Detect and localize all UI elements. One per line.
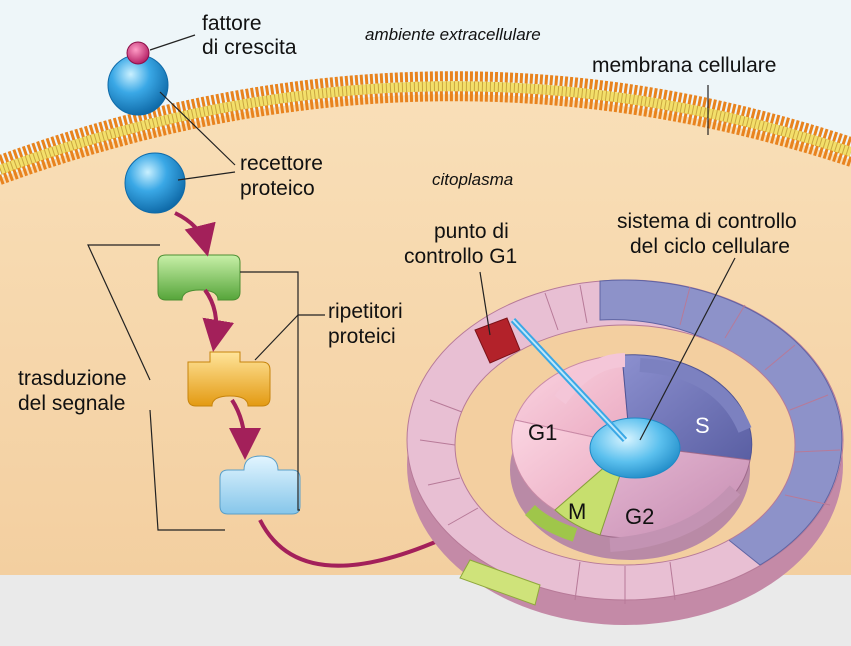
extracellular-label: ambiente extracellulare [365, 25, 541, 44]
checkpoint-label-line1: punto di [434, 220, 509, 243]
relays-label-line2: proteici [328, 325, 396, 348]
receptor-label-line2: proteico [240, 177, 315, 200]
phase-g2-label: G2 [625, 504, 654, 529]
receptor-intracellular [125, 153, 185, 213]
control-system-label-line2: del ciclo cellulare [630, 235, 790, 258]
phase-g1-label: G1 [528, 420, 557, 445]
control-system-label-line1: sistema di controllo [617, 210, 797, 233]
membrane-label: membrana cellulare [592, 54, 776, 77]
transduction-label-line1: trasduzione [18, 367, 127, 390]
receptor-label-line1: recettore [240, 152, 323, 175]
cytoplasm-label: citoplasma [432, 170, 513, 189]
growth-factor-label-line2: di crescita [202, 36, 297, 59]
transduction-label-line2: del segnale [18, 392, 125, 415]
relays-label-line1: ripetitori [328, 300, 403, 323]
phase-s-label: S [695, 413, 710, 438]
checkpoint-label-line2: controllo G1 [404, 245, 517, 268]
growth-factor [127, 42, 149, 64]
control-system-center [590, 418, 680, 478]
phase-m-label: M [568, 499, 586, 524]
growth-factor-label-line1: fattore [202, 12, 262, 35]
